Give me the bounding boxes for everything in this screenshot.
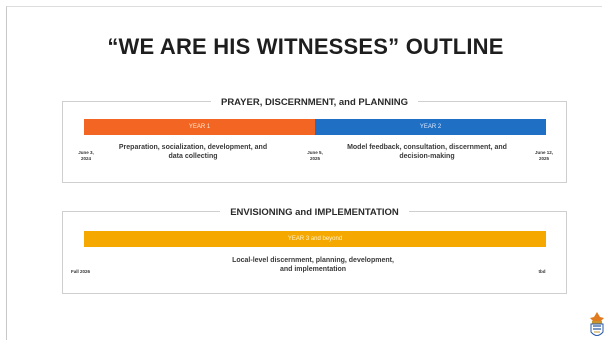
year3-bar: YEAR 3 and beyond bbox=[84, 231, 546, 247]
panel-heading: PRAYER, DISCERNMENT, and PLANNING bbox=[63, 94, 566, 110]
year1-description: Preparation, socialization, development,… bbox=[118, 144, 268, 160]
diocese-crest-icon bbox=[590, 312, 604, 336]
envisioning-implementation-panel: ENVISIONING and IMPLEMENTATION YEAR 3 an… bbox=[62, 207, 567, 294]
fall-2026-date: Fall 2026 bbox=[71, 269, 91, 274]
mid-date: June 5, 2025 bbox=[307, 150, 323, 161]
end-date: June 12, 2025 bbox=[534, 150, 553, 161]
panel-heading: ENVISIONING and IMPLEMENTATION bbox=[63, 204, 566, 220]
prayer-discernment-planning-panel: PRAYER, DISCERNMENT, and PLANNING YEAR 1… bbox=[62, 97, 567, 183]
tbd-date: tbd bbox=[538, 269, 546, 274]
start-date: June 3, 2024 bbox=[78, 150, 94, 161]
year2-description: Model feedback, consultation, discernmen… bbox=[347, 144, 507, 160]
slide-frame bbox=[6, 6, 602, 340]
year3-description: Local-level discernment, planning, devel… bbox=[232, 257, 394, 273]
year2-bar: YEAR 2 bbox=[315, 119, 546, 135]
section2-heading: ENVISIONING and IMPLEMENTATION bbox=[220, 207, 409, 218]
page-title: “WE ARE HIS WITNESSES” OUTLINE bbox=[107, 34, 504, 59]
year1-bar: YEAR 1 bbox=[84, 119, 315, 135]
section1-heading: PRAYER, DISCERNMENT, and PLANNING bbox=[210, 97, 419, 108]
